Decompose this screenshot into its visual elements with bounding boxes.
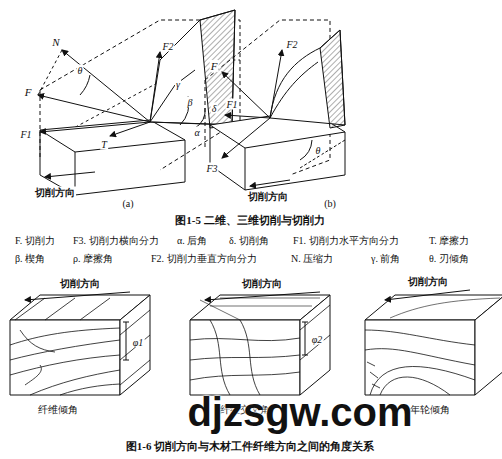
legend-item: F3. 切削力横向分力 <box>72 235 160 246</box>
direction-label: 切削方向 <box>247 191 289 202</box>
figure-caption: 图1-5 二维、三维切削与切削力 <box>174 214 325 226</box>
direction-label: 切削方向 <box>241 278 283 289</box>
force-symbol: N <box>51 36 60 48</box>
force-symbol: F2 <box>161 41 174 52</box>
angle-symbol: θ <box>315 145 322 156</box>
angle-symbol: φ1 <box>132 337 145 348</box>
direction-label: 切削方向 <box>59 278 101 289</box>
legend-item: γ. 前角 <box>370 253 401 264</box>
legend-item: ρ. 摩擦角 <box>72 253 114 264</box>
direction-label: 切削方向 <box>407 276 449 287</box>
legend-item: N. 压缩力 <box>290 253 334 264</box>
legend-item: α. 后角 <box>176 235 208 246</box>
figure-caption: 图1-6 切削方向与木材工件纤维方向之间的角度关系 <box>125 440 375 452</box>
angle-symbol: θ <box>77 65 84 76</box>
legend-item: F2. 切削力垂直方向分力 <box>150 253 258 264</box>
force-symbol: F1 <box>225 99 238 110</box>
force-symbol: T <box>100 139 108 150</box>
angle-symbol: β <box>187 97 194 108</box>
subfigure-label: (a) <box>121 198 134 209</box>
angle-symbol: α <box>193 127 200 138</box>
subfigure-label: (b) <box>323 198 337 209</box>
force-symbol: F <box>210 60 219 72</box>
direction-label: 切削方向 <box>34 187 76 198</box>
force-symbol: F2 <box>285 39 298 50</box>
force-symbol: F <box>24 86 33 98</box>
legend-item: θ. 刃倾角 <box>428 253 470 264</box>
legend-item: T. 摩擦力 <box>428 235 470 246</box>
angle-symbol: δ <box>211 103 218 114</box>
angle-symbol: φ2 <box>311 334 324 345</box>
force-symbol: F3 <box>205 163 218 174</box>
legend-item: β. 楔角 <box>14 253 46 264</box>
force-symbol: F1 <box>19 129 32 140</box>
figure-label: 年轮倾角 <box>409 404 451 415</box>
legend-item: δ. 切削角 <box>228 235 270 246</box>
watermark: djzsgw.com <box>187 390 412 434</box>
legend-item: F1. 切削力水平方向分力 <box>292 235 400 246</box>
figure-label: 纤维倾角 <box>37 404 79 415</box>
legend-item: F. 切削力 <box>14 235 56 246</box>
angle-symbol: γ <box>175 79 181 90</box>
